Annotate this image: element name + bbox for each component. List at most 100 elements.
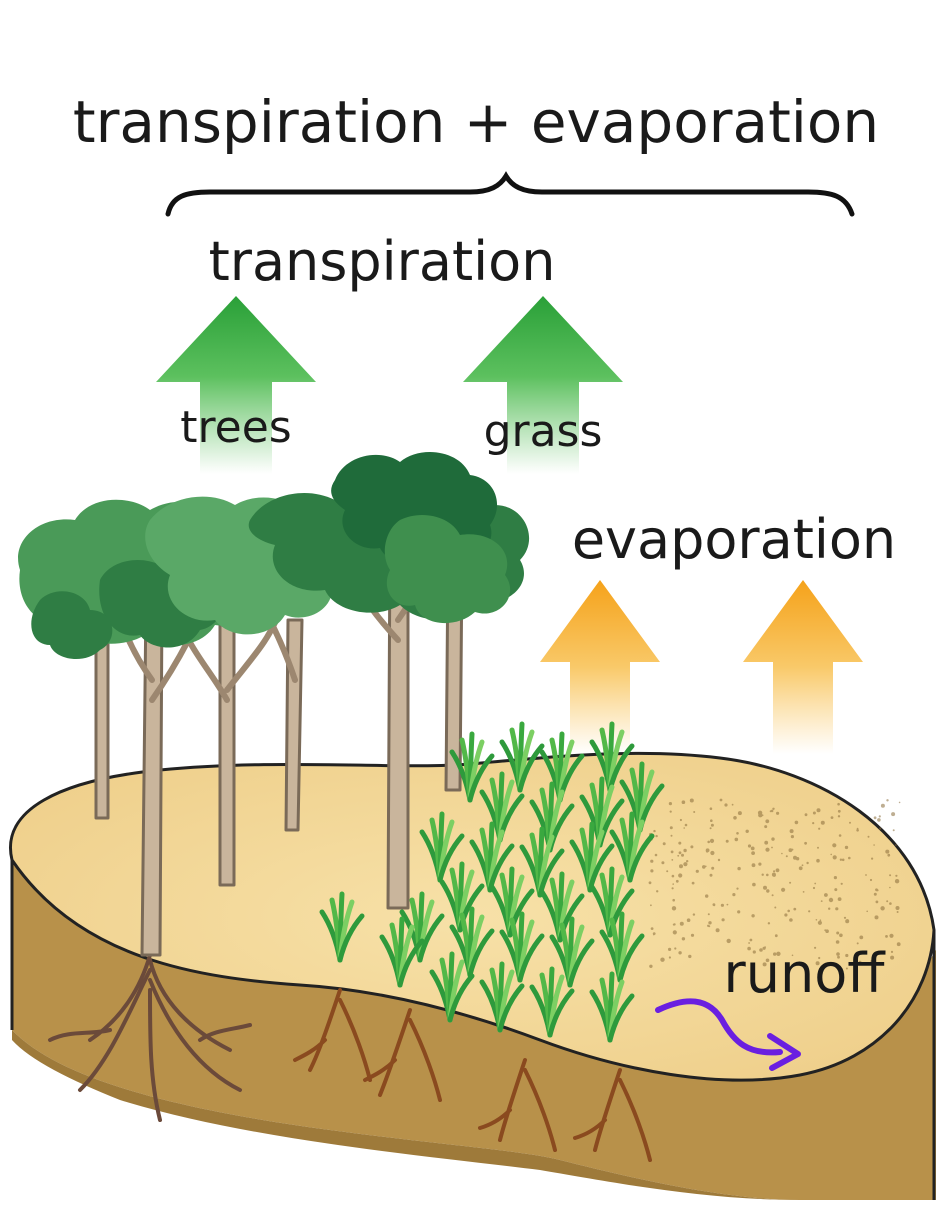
sand-speck xyxy=(771,894,774,897)
sand-speck xyxy=(856,829,859,832)
sand-speck xyxy=(757,810,763,815)
sand-speck xyxy=(752,950,756,954)
sand-speck xyxy=(819,919,822,921)
sand-speck xyxy=(670,834,673,837)
grass-blade xyxy=(457,883,485,933)
trees-label: trees xyxy=(180,402,291,453)
sand-speck xyxy=(736,887,739,890)
sand-speck xyxy=(828,897,834,903)
sand-speck xyxy=(749,938,753,942)
sand-speck xyxy=(840,882,843,885)
sand-speck xyxy=(830,816,834,819)
sand-speck xyxy=(688,954,692,959)
sand-speck xyxy=(762,962,767,967)
sand-speck xyxy=(765,847,770,852)
sand-speck xyxy=(889,902,892,905)
sand-speck xyxy=(804,841,807,845)
sand-speck xyxy=(833,876,838,880)
sand-speck xyxy=(775,868,780,873)
sand-speck xyxy=(880,803,885,808)
sand-speck xyxy=(673,923,676,926)
sand-speck xyxy=(788,848,793,853)
sand-speck xyxy=(764,840,769,845)
sand-speck xyxy=(873,844,875,846)
sand-speck xyxy=(873,816,877,820)
sand-speck xyxy=(818,956,821,960)
sand-speck xyxy=(886,799,889,802)
transpiration-label: transpiration xyxy=(209,230,556,293)
sand-speck xyxy=(650,869,654,873)
grass-blade xyxy=(497,983,525,1033)
sand-speck xyxy=(672,898,675,902)
sand-speck xyxy=(880,906,885,911)
sand-speck xyxy=(885,849,890,854)
sand-speck xyxy=(764,825,768,829)
sand-speck xyxy=(692,913,696,916)
trees-transpiration-arrow xyxy=(156,296,316,474)
grass-tuft xyxy=(589,866,635,938)
sand-speck xyxy=(845,953,849,958)
sand-speck xyxy=(719,798,723,802)
grass-tuft xyxy=(489,866,535,938)
grass-blade xyxy=(607,993,635,1043)
sand-speck xyxy=(776,951,781,956)
sand-speck xyxy=(720,903,725,907)
grass-roots xyxy=(293,988,652,1162)
sand-speck xyxy=(866,910,868,913)
grass-tuft xyxy=(449,731,495,803)
sand-speck xyxy=(669,826,673,830)
sand-speck xyxy=(650,927,654,930)
grass-patch xyxy=(319,721,665,1043)
sand-speck xyxy=(671,874,675,878)
sand-speck xyxy=(650,904,652,907)
sand-speck xyxy=(751,851,755,855)
grass-blade xyxy=(467,928,495,978)
grass-tuft xyxy=(599,911,645,983)
sand-speck xyxy=(873,892,877,896)
sand-speck xyxy=(732,893,736,897)
sand-speck xyxy=(815,919,818,921)
sand-speck xyxy=(686,918,691,922)
sand-speck xyxy=(841,858,845,862)
sand-speck xyxy=(731,803,734,806)
sand-speck xyxy=(686,860,689,863)
sand-speck xyxy=(671,887,674,890)
sand-speck xyxy=(877,818,881,822)
sand-speck xyxy=(812,886,816,890)
grass-tuft xyxy=(539,871,585,943)
sand-speck xyxy=(889,933,894,938)
sand-speck xyxy=(662,842,666,846)
sand-speck xyxy=(763,885,767,890)
sand-speck xyxy=(878,815,881,818)
sand-speck xyxy=(771,837,775,841)
sand-speck xyxy=(825,929,829,933)
grass-blade xyxy=(627,833,655,883)
sand-speck xyxy=(871,857,874,860)
grass-tuft xyxy=(529,966,575,1038)
grass-blade xyxy=(517,743,545,793)
sand-speck xyxy=(736,832,739,835)
sand-speck xyxy=(681,853,684,857)
sand-speck xyxy=(825,965,828,968)
sand-speck xyxy=(765,819,770,824)
sand-speck xyxy=(705,894,709,898)
sand-speck xyxy=(887,853,891,857)
sand-speck xyxy=(711,866,715,870)
sand-speck xyxy=(733,816,737,820)
sand-speck xyxy=(890,950,894,954)
sand-speck xyxy=(808,910,811,913)
grass-tuft xyxy=(439,861,485,933)
sand-speck xyxy=(789,829,794,834)
grass-blade xyxy=(467,753,495,803)
grass-label: grass xyxy=(484,406,603,457)
sand-speck xyxy=(761,873,764,876)
sand-speck xyxy=(812,811,816,815)
sand-speck xyxy=(836,931,840,935)
sand-speck xyxy=(837,802,840,806)
sand-speck xyxy=(870,959,873,963)
grass-tuft xyxy=(589,971,635,1043)
grass-blade xyxy=(607,888,635,938)
grass-tuft xyxy=(499,911,545,983)
sand-speck xyxy=(710,850,715,856)
tree-roots xyxy=(48,953,252,1122)
